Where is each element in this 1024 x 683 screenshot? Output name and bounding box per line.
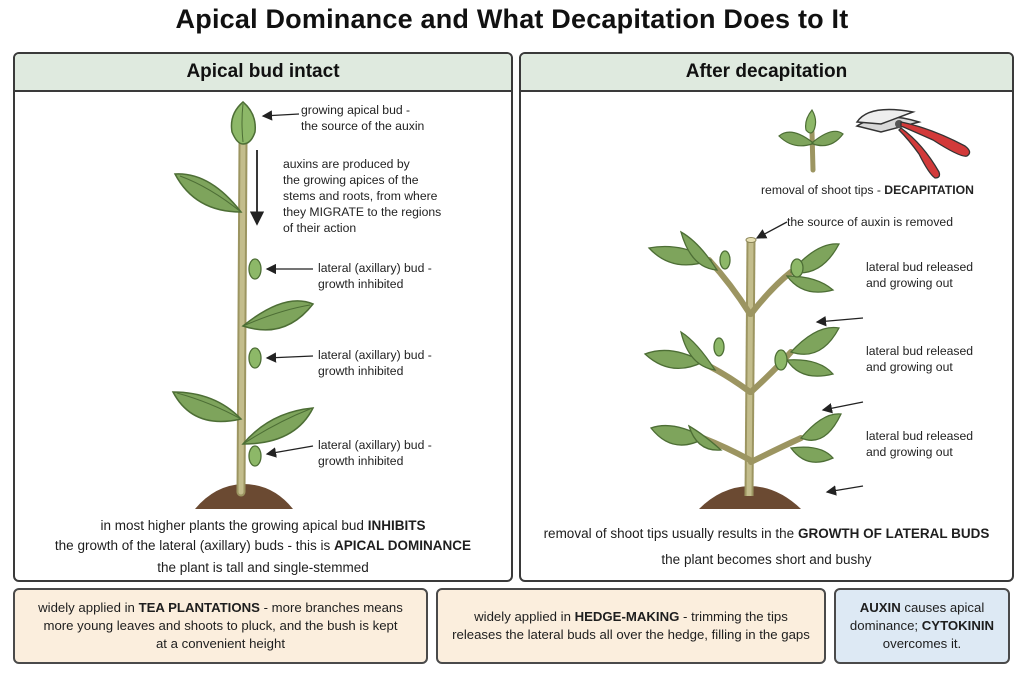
decapitation-label-text: removal of shoot tips - bbox=[761, 183, 885, 197]
panel-apical-bud-intact: Apical bud intact bbox=[13, 52, 513, 582]
arrow-lateral-bud-lower bbox=[265, 445, 314, 458]
auxin-label-line: of their action bbox=[283, 221, 357, 235]
soil-mound bbox=[195, 484, 293, 509]
caption-text: removal of shoot tips usually results in… bbox=[543, 526, 798, 541]
pruning-shears-icon bbox=[855, 108, 971, 179]
decapitated-plant-illustration bbox=[643, 108, 971, 509]
leaf-left-upper bbox=[173, 173, 243, 213]
left-caption: in most higher plants the growing apical… bbox=[15, 516, 511, 578]
arrow-source-removed bbox=[755, 221, 788, 239]
right-caption-line-2: the plant becomes short and bushy bbox=[661, 552, 872, 567]
box-text: widely applied in bbox=[38, 600, 139, 615]
caption-emphasis-apical-dominance: APICAL DOMINANCE bbox=[334, 538, 472, 553]
apical-bud bbox=[230, 101, 256, 145]
auxin-migration-label: auxins are produced by the growing apice… bbox=[283, 156, 441, 236]
lateral-bud-label-line: growth inhibited bbox=[318, 454, 404, 468]
soil-mound bbox=[699, 486, 801, 509]
leaf-cluster bbox=[643, 230, 842, 463]
lateral-bud-label-line: growth inhibited bbox=[318, 364, 404, 378]
apical-bud-label-line: the source of the auxin bbox=[301, 119, 425, 133]
intact-plant-illustration bbox=[171, 101, 315, 509]
auxin-cytokinin-box: AUXIN causes apical dominance; CYTOKININ… bbox=[834, 588, 1010, 664]
panel-header-right: After decapitation bbox=[521, 54, 1012, 92]
branch-upper-right bbox=[748, 269, 794, 317]
auxin-label-line: they MIGRATE to the regions bbox=[283, 205, 442, 219]
released-bud-middle bbox=[774, 349, 788, 371]
auxin-box-text: AUXIN causes apical dominance; CYTOKININ… bbox=[850, 599, 994, 653]
tea-plantation-box: widely applied in TEA PLANTATIONS - more… bbox=[13, 588, 428, 664]
lateral-bud-label-lower: lateral (axillary) bud - growth inhibite… bbox=[318, 437, 432, 469]
released-bud-label-middle: lateral bud released and growing out bbox=[866, 343, 973, 375]
box-text: widely applied in bbox=[474, 609, 575, 624]
branch-low-right bbox=[748, 435, 804, 465]
hedge-box-text: widely applied in HEDGE-MAKING - trimmin… bbox=[452, 608, 810, 644]
released-label-line: lateral bud released bbox=[866, 344, 974, 358]
panel-after-decapitation: After decapitation bbox=[519, 52, 1014, 582]
released-bud-label-upper: lateral bud released and growing out bbox=[866, 259, 973, 291]
box-text: more young leaves and shoots to pluck, a… bbox=[43, 618, 398, 633]
leaf-left-lower bbox=[171, 391, 243, 423]
lateral-bud-lower bbox=[248, 445, 262, 467]
box-text: - more branches means bbox=[259, 600, 403, 615]
released-label-line: and growing out bbox=[866, 276, 953, 290]
arrow-lateral-bud-middle bbox=[265, 352, 314, 363]
caption-emphasis-inhibits: INHIBITS bbox=[367, 518, 426, 533]
right-caption-line-1: removal of shoot tips usually results in… bbox=[521, 524, 1012, 544]
apical-bud-label-line: growing apical bud - bbox=[301, 103, 411, 117]
lateral-bud-label-line: growth inhibited bbox=[318, 277, 404, 291]
caption-emphasis-growth: GROWTH OF LATERAL BUDS bbox=[797, 526, 990, 541]
box-text: overcomes it. bbox=[882, 636, 962, 651]
hedge-making-box: widely applied in HEDGE-MAKING - trimmin… bbox=[436, 588, 826, 664]
panel-header-left: Apical bud intact bbox=[15, 54, 511, 92]
lateral-bud-upper bbox=[248, 258, 262, 280]
caption-text: the growth of the lateral (axillary) bud… bbox=[54, 538, 335, 553]
released-bud-middle-left bbox=[713, 337, 725, 357]
box-text: at a convenient height bbox=[155, 636, 286, 651]
box-text: dominance; bbox=[849, 618, 922, 633]
left-caption-line-1: in most higher plants the growing apical… bbox=[15, 516, 511, 536]
lateral-bud-label-middle: lateral (axillary) bud - growth inhibite… bbox=[318, 347, 432, 379]
diagram-title: Apical Dominance and What Decapitation D… bbox=[175, 4, 849, 34]
leaf-right-mid bbox=[241, 300, 315, 331]
released-label-line: and growing out bbox=[866, 445, 953, 459]
released-bud-upper-left bbox=[719, 250, 731, 270]
apical-bud-label: growing apical bud - the source of the a… bbox=[301, 102, 424, 134]
box-emphasis-tea: TEA PLANTATIONS bbox=[138, 600, 260, 615]
box-emphasis-hedge: HEDGE-MAKING bbox=[574, 609, 680, 624]
lateral-bud-middle bbox=[248, 347, 262, 369]
box-text: releases the lateral buds all over the h… bbox=[452, 627, 810, 642]
box-text: - trimming the tips bbox=[679, 609, 788, 624]
auxin-label-line: the growing apices of the bbox=[283, 173, 419, 187]
arrow-released-bud-upper bbox=[815, 316, 864, 327]
leaf-right-lower bbox=[241, 407, 315, 445]
arrow-apical-bud bbox=[261, 110, 300, 121]
lateral-bud-label-upper: lateral (axillary) bud - growth inhibite… bbox=[318, 260, 432, 292]
left-caption-line-3: the plant is tall and single-stemmed bbox=[157, 560, 369, 575]
right-caption: removal of shoot tips usually results in… bbox=[521, 524, 1012, 570]
box-emphasis-auxin: AUXIN bbox=[859, 600, 901, 615]
released-bud-upper bbox=[790, 258, 804, 278]
arrow-released-bud-middle bbox=[821, 401, 864, 414]
released-label-line: lateral bud released bbox=[866, 429, 974, 443]
box-text: causes apical bbox=[900, 600, 985, 615]
decapitation-label: removal of shoot tips - DECAPITATION bbox=[761, 182, 974, 198]
box-emphasis-cytokinin: CYTOKININ bbox=[921, 618, 995, 633]
released-label-line: and growing out bbox=[866, 360, 953, 374]
arrow-released-bud-lower bbox=[825, 485, 864, 496]
decapitation-label-emphasis: DECAPITATION bbox=[884, 183, 974, 197]
cut-shoot-tip-icon bbox=[778, 108, 844, 173]
tea-box-text: widely applied in TEA PLANTATIONS - more… bbox=[38, 599, 403, 653]
branch-mid-right bbox=[748, 349, 794, 395]
lateral-bud-label-line: lateral (axillary) bud - bbox=[318, 348, 432, 362]
released-bud-label-lower: lateral bud released and growing out bbox=[866, 428, 973, 460]
lateral-bud-label-line: lateral (axillary) bud - bbox=[318, 438, 432, 452]
source-removed-label: the source of auxin is removed bbox=[787, 215, 953, 229]
auxin-label-line: stems and roots, from where bbox=[283, 189, 438, 203]
cut-stem-top bbox=[745, 237, 757, 243]
auxin-label-line: auxins are produced by bbox=[283, 157, 410, 171]
caption-text: in most higher plants the growing apical… bbox=[100, 518, 368, 533]
released-label-line: lateral bud released bbox=[866, 260, 974, 274]
lateral-bud-label-line: lateral (axillary) bud - bbox=[318, 261, 432, 275]
left-caption-line-2: the growth of the lateral (axillary) bud… bbox=[15, 536, 511, 556]
